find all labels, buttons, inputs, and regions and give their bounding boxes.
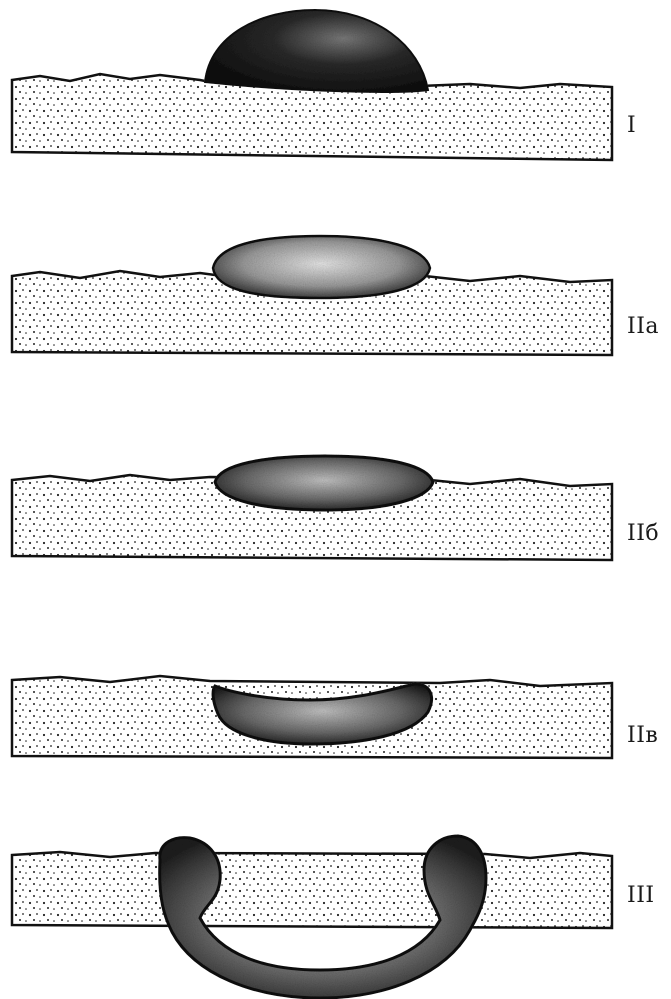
stage-2a-label: IIa <box>627 314 659 339</box>
lens-body <box>213 236 430 298</box>
stage-2a-group: IIa <box>12 236 659 355</box>
stage-3-group: III <box>12 836 655 998</box>
stage-2c-label: IIв <box>627 723 658 748</box>
stage-1-group: I <box>12 10 636 160</box>
dome-body <box>205 10 428 92</box>
lens-body <box>215 456 433 510</box>
stage-2c-group: IIв <box>12 676 658 758</box>
stage-2b-label: IIб <box>627 521 659 546</box>
stage-2b-group: IIб <box>12 456 659 560</box>
substrate-layer <box>12 852 612 928</box>
stage-3-label: III <box>627 883 655 908</box>
stage-1-label: I <box>627 113 636 138</box>
